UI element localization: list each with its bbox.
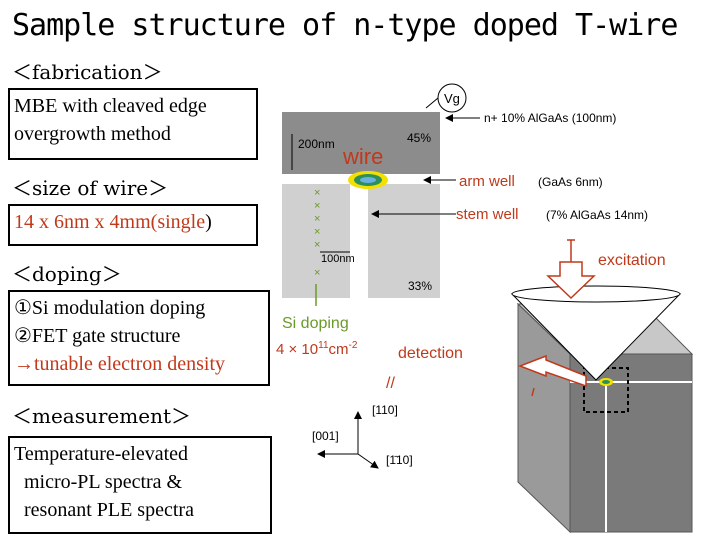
si-dopant-mark: × bbox=[314, 213, 320, 225]
section-measurement: ＜measurement＞ bbox=[12, 404, 191, 428]
detection-arrow bbox=[517, 354, 587, 397]
si-density-label: 4 × 1011cm-2 bbox=[276, 340, 358, 358]
stem-well-spec: (7% AlGaAs 14nm) bbox=[546, 208, 648, 222]
measurement-line2: micro-PL spectra & bbox=[24, 471, 183, 493]
arm-well-label: arm well bbox=[459, 173, 515, 190]
detection-label: detection bbox=[398, 345, 463, 362]
fabrication-line1: MBE with cleaved edge bbox=[14, 95, 207, 117]
measurement-box: Temperature-elevated micro-PL spectra & … bbox=[8, 436, 272, 534]
si-dopant-mark: × bbox=[314, 267, 320, 279]
vg-label: Vg bbox=[444, 91, 460, 106]
doping-line2: ②FET gate structure bbox=[14, 325, 181, 347]
measurement-line1: Temperature-elevated bbox=[14, 443, 189, 465]
section-size: ＜size of wire＞ bbox=[12, 176, 169, 200]
fabrication-box: MBE with cleaved edge overgrowth method bbox=[8, 88, 258, 160]
pct-top-label: 45% bbox=[407, 131, 431, 145]
wire-emission-icon bbox=[348, 171, 388, 189]
section-doping: ＜doping＞ bbox=[12, 262, 122, 286]
si-dopant-mark: × bbox=[314, 226, 320, 238]
fabrication-line2: overgrowth method bbox=[14, 123, 171, 145]
axis-1bar10-label: [1̄10] bbox=[386, 453, 413, 467]
excitation-cone bbox=[510, 285, 682, 381]
measurement-line3: resonant PLE spectra bbox=[24, 499, 194, 521]
doping-line1: ①Si modulation doping bbox=[14, 297, 206, 319]
axis-110-label: [110] bbox=[372, 403, 398, 417]
stem-well-label: stem well bbox=[456, 206, 519, 223]
thickness-label: 200nm bbox=[298, 137, 335, 151]
top-layer-label: n+ 10% AlGaAs (100nm) bbox=[484, 111, 616, 125]
si-dopant-mark: × bbox=[314, 200, 320, 212]
si-doping-label: Si doping bbox=[282, 315, 349, 332]
wire-label: wire bbox=[342, 144, 383, 169]
top-algaas-layer bbox=[282, 112, 440, 174]
si-dopant-mark: × bbox=[314, 187, 320, 199]
si-dopant-mark: × bbox=[314, 239, 320, 251]
size-single: single bbox=[157, 211, 206, 233]
size-prefix: 14 x 6nm x 4mm( bbox=[14, 211, 158, 233]
stem-width-label: 100nm bbox=[321, 253, 355, 265]
size-box: 14 x 6nm x 4mm(single) bbox=[8, 204, 258, 246]
doping-line3: →tunable electron density bbox=[14, 353, 226, 375]
stem-well-layer bbox=[350, 184, 368, 298]
axis-001-label: [001] bbox=[312, 429, 339, 443]
size-suffix: ) bbox=[205, 211, 212, 233]
vg-wire bbox=[425, 97, 439, 109]
doping-box: ①Si modulation doping ②FET gate structur… bbox=[8, 290, 270, 386]
polarization-mark: // bbox=[386, 375, 395, 392]
pct-bottom-label: 33% bbox=[408, 279, 432, 293]
arm-well-spec: (GaAs 6nm) bbox=[538, 175, 603, 189]
axis-1bar10-arrow bbox=[357, 453, 379, 469]
excitation-arrow bbox=[546, 239, 596, 300]
section-fabrication: ＜fabrication＞ bbox=[12, 60, 163, 84]
page-title: Sample structure of n-type doped T-wire bbox=[12, 8, 678, 43]
excitation-label: excitation bbox=[598, 252, 666, 269]
